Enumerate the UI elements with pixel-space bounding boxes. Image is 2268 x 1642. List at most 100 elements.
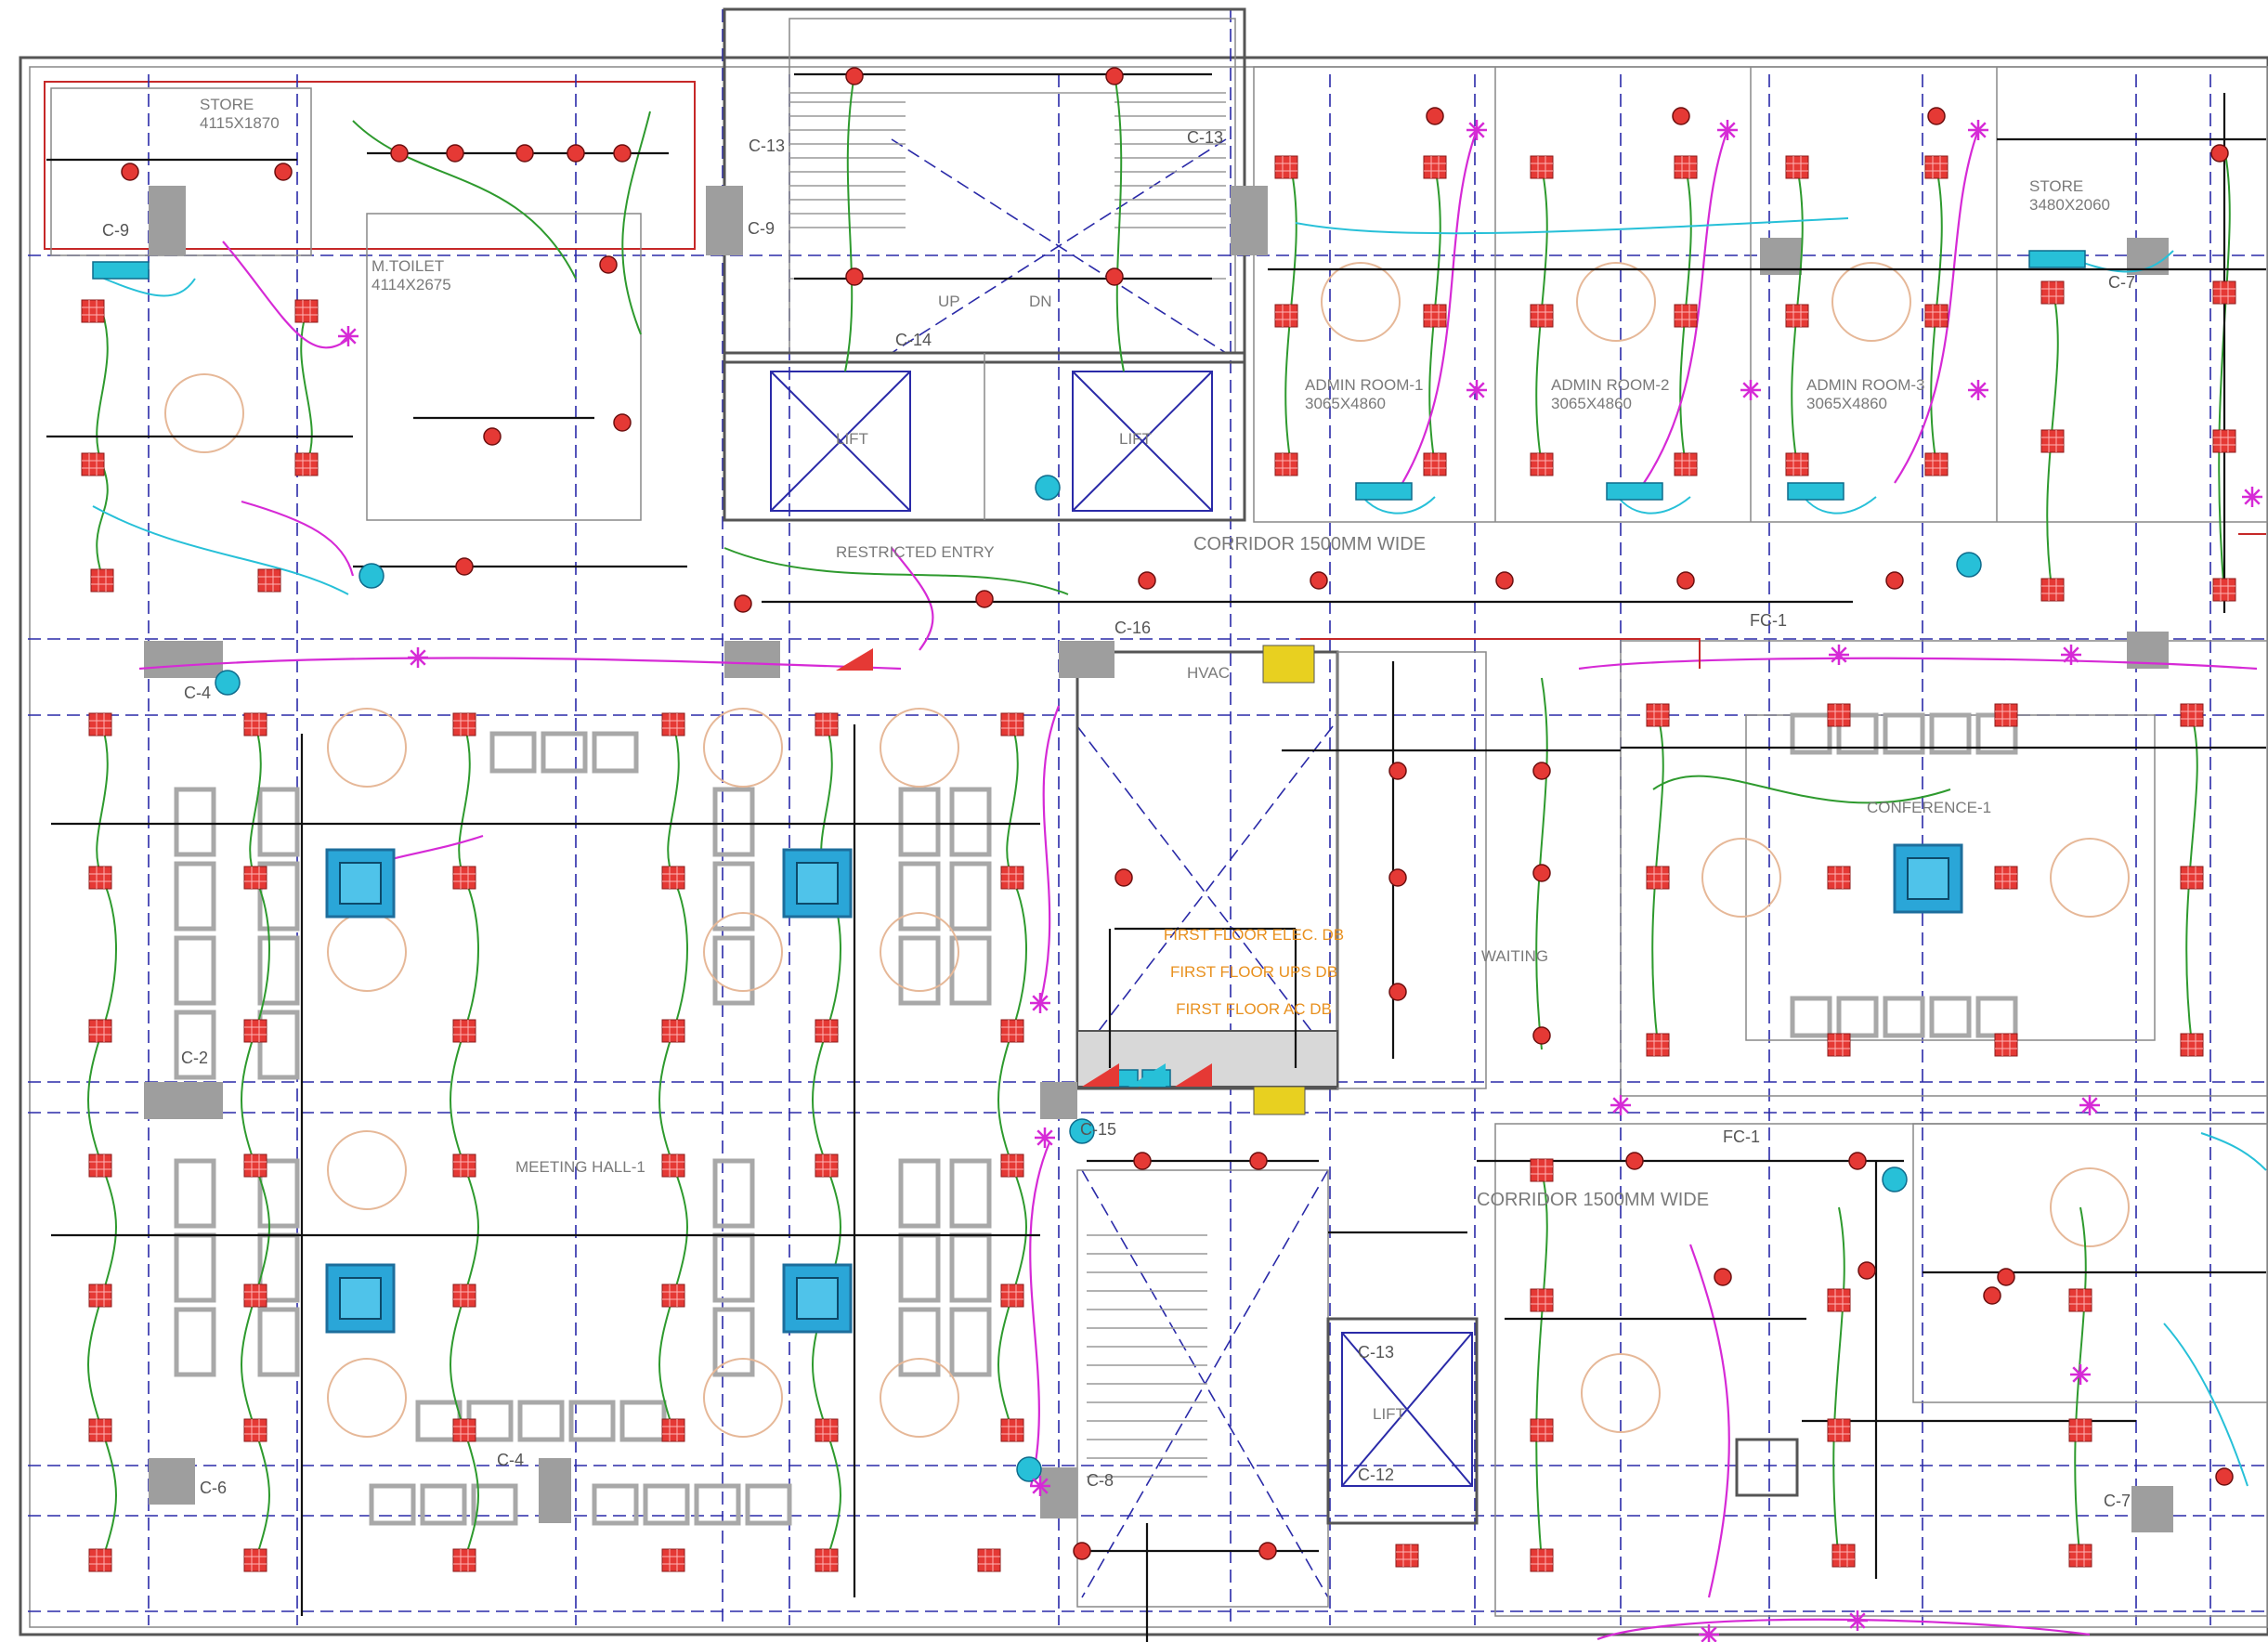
exhaust-fan-icon <box>1466 120 1487 140</box>
light-fixture-icon <box>452 1548 476 1572</box>
exhaust-fan-icon <box>1030 1476 1050 1496</box>
light-fixture-icon <box>2180 1033 2204 1057</box>
ups-wiring <box>138 129 2258 1641</box>
light-fixture-icon <box>88 1284 112 1308</box>
exhaust-fan-icon <box>1847 1610 1868 1631</box>
column-label: C-4 <box>497 1451 524 1469</box>
light-fixture-icon <box>1924 452 1949 476</box>
light-fixture-icon <box>815 1153 839 1178</box>
light-fixture-icon <box>88 1418 112 1442</box>
column-label: C-7 <box>2104 1492 2131 1510</box>
room-label-lift-2: LIFT <box>1119 430 1152 448</box>
light-fixture-icon <box>243 1153 267 1178</box>
socket-outlet-icon <box>1885 571 1904 590</box>
socket-outlet-icon <box>1857 1261 1876 1280</box>
column-label: C-8 <box>1087 1471 1114 1490</box>
column-label: C-2 <box>181 1049 208 1067</box>
exhaust-fan-icon <box>1030 993 1050 1013</box>
socket-outlet-icon <box>390 144 409 163</box>
light-fixture-icon <box>88 712 112 736</box>
light-fixture-icon <box>815 1019 839 1043</box>
light-fixture-icon <box>661 1418 685 1442</box>
light-fixture-icon <box>1274 304 1298 328</box>
socket-outlet-icon <box>845 267 864 286</box>
light-fixture-icon <box>661 712 685 736</box>
room-label-waiting: WAITING <box>1481 947 1548 965</box>
socket-outlet-icon <box>1310 571 1328 590</box>
socket-outlet-icon <box>613 413 632 432</box>
light-fixture-icon <box>452 1153 476 1178</box>
light-fixture-icon <box>1785 452 1809 476</box>
light-fixture-icon <box>243 712 267 736</box>
light-fixture-icon <box>452 1019 476 1043</box>
light-fixture-icon <box>1423 452 1447 476</box>
light-fixture-icon <box>1423 304 1447 328</box>
light-fixture-icon <box>2040 429 2065 453</box>
socket-outlet-icon <box>1388 983 1407 1001</box>
column-label: C-13 <box>1358 1343 1394 1362</box>
column-label: C-13 <box>749 137 785 155</box>
light-fixture-icon <box>1000 712 1024 736</box>
ac-unit-icon <box>782 848 853 919</box>
room-label-store-2: STORE <box>2029 177 2083 195</box>
light-fixture-icon <box>1646 866 1670 890</box>
room-label-admin-2: ADMIN ROOM-2 <box>1551 376 1670 394</box>
light-fixture-icon <box>1000 1418 1024 1442</box>
label-stair-dn: DN <box>1029 293 1052 310</box>
socket-outlet-icon <box>1138 571 1156 590</box>
room-size-admin-2: 3065X4860 <box>1551 395 1632 412</box>
socket-outlet-icon <box>1532 1026 1551 1045</box>
light-fixture-icon <box>2068 1288 2092 1312</box>
light-fixture-icon <box>243 1418 267 1442</box>
socket-outlet-icon <box>1676 571 1695 590</box>
ac-unit-icon <box>1893 843 1963 914</box>
light-fixture-icon <box>1785 304 1809 328</box>
light-fixture-icon <box>815 1548 839 1572</box>
light-fixture-icon <box>1274 155 1298 179</box>
column-label: C-7 <box>2108 273 2135 292</box>
light-fixture-icon <box>1994 1033 2018 1057</box>
room-label-admin-3: ADMIN ROOM-3 <box>1806 376 1925 394</box>
socket-outlet-icon <box>1073 1542 1091 1560</box>
light-fixture-icon <box>1924 304 1949 328</box>
room-label-m-toilet: M.TOILET <box>371 257 444 275</box>
light-fixture-icon <box>452 866 476 890</box>
exhaust-fan-icon <box>408 647 428 668</box>
chair-swings <box>164 262 2130 1438</box>
light-fixture-icon <box>257 568 281 593</box>
socket-outlets <box>121 67 2234 1560</box>
light-fixture-icon <box>88 1548 112 1572</box>
light-fixture-icon <box>1000 1019 1024 1043</box>
socket-outlet-icon <box>1258 1542 1277 1560</box>
power-wiring <box>87 73 2231 1561</box>
light-fixture-icon <box>1785 155 1809 179</box>
room-size-admin-1: 3065X4860 <box>1305 395 1386 412</box>
label-hvac-shaft: HVAC <box>1187 664 1230 682</box>
room-size-store: 4115X1870 <box>200 114 280 132</box>
label-stair-up: UP <box>938 293 960 310</box>
column-label: C-15 <box>1080 1120 1116 1139</box>
room-label-admin-1: ADMIN ROOM-1 <box>1305 376 1424 394</box>
light-fixture-icon <box>815 712 839 736</box>
socket-outlet-icon <box>1114 868 1133 887</box>
socket-outlet-icon <box>1532 864 1551 882</box>
socket-outlet-icon <box>1983 1286 2001 1305</box>
workstation-furniture <box>174 712 2018 1526</box>
column-label: C-6 <box>200 1479 227 1497</box>
ac-unit-icon <box>325 848 396 919</box>
exhaust-fan-icon <box>1968 120 1988 140</box>
socket-outlet-icon <box>1672 107 1690 125</box>
column-label: C-12 <box>1358 1466 1394 1484</box>
light-fixture-icon <box>1827 703 1851 727</box>
light-fixture-icon <box>661 1153 685 1178</box>
socket-outlet-icon <box>599 255 618 274</box>
socket-outlet-icon <box>1625 1152 1644 1170</box>
exhaust-fan-icon <box>1717 120 1738 140</box>
light-fixture-icon <box>1000 866 1024 890</box>
light-fixture-icon <box>1530 1158 1554 1182</box>
light-fixture-icon <box>1274 452 1298 476</box>
socket-outlet-icon <box>446 144 464 163</box>
exhaust-fan-icon <box>1740 380 1761 400</box>
light-fixture-icon <box>1530 1548 1554 1572</box>
